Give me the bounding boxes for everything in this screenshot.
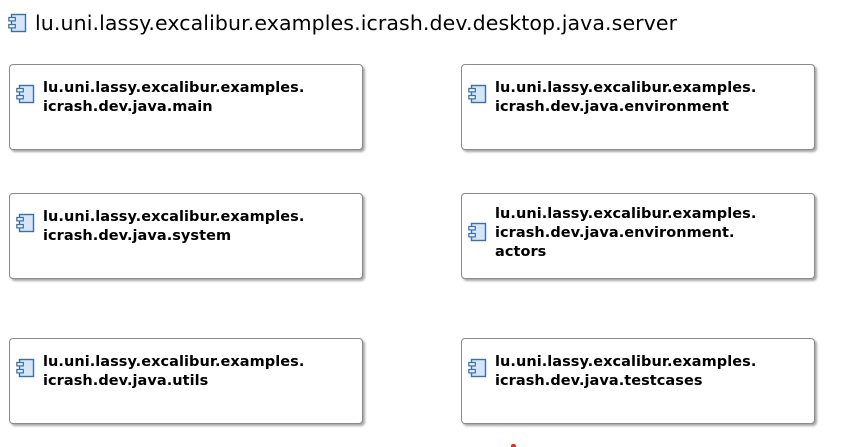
component-name-line: lu.uni.lassy.excalibur.examples. [495, 80, 757, 96]
component-name-line: icrash.dev.java.environment [495, 99, 730, 115]
component-name: lu.uni.lassy.excalibur.examples. icrash.… [495, 205, 813, 262]
component-name: lu.uni.lassy.excalibur.examples. icrash.… [43, 353, 361, 391]
component-icon [16, 84, 35, 104]
component-box-utils[interactable]: lu.uni.lassy.excalibur.examples. icrash.… [9, 338, 363, 424]
diagram-title: lu.uni.lassy.excalibur.examples.icrash.d… [8, 6, 677, 40]
component-name-line: icrash.dev.java.testcases [495, 373, 703, 389]
component-name: lu.uni.lassy.excalibur.examples. icrash.… [43, 79, 361, 117]
component-name-line: actors [495, 244, 547, 260]
component-icon [8, 13, 27, 33]
component-name-line: lu.uni.lassy.excalibur.examples. [43, 80, 305, 96]
connector-marker [511, 444, 516, 447]
component-name-line: icrash.dev.java.main [43, 99, 213, 115]
component-icon [16, 213, 35, 233]
component-name-line: lu.uni.lassy.excalibur.examples. [43, 354, 305, 370]
component-name: lu.uni.lassy.excalibur.examples. icrash.… [495, 353, 813, 391]
component-name: lu.uni.lassy.excalibur.examples. icrash.… [495, 79, 813, 117]
component-name-line: icrash.dev.java.utils [43, 373, 209, 389]
component-name-line: lu.uni.lassy.excalibur.examples. [495, 206, 757, 222]
component-box-system[interactable]: lu.uni.lassy.excalibur.examples. icrash.… [9, 193, 363, 279]
diagram-title-text: lu.uni.lassy.excalibur.examples.icrash.d… [35, 11, 678, 35]
component-name-line: lu.uni.lassy.excalibur.examples. [495, 354, 757, 370]
component-box-environment[interactable]: lu.uni.lassy.excalibur.examples. icrash.… [461, 64, 815, 150]
component-box-main[interactable]: lu.uni.lassy.excalibur.examples. icrash.… [9, 64, 363, 150]
component-box-testcases[interactable]: lu.uni.lassy.excalibur.examples. icrash.… [461, 338, 815, 424]
component-icon [16, 358, 35, 378]
component-icon [468, 358, 487, 378]
component-name-line: lu.uni.lassy.excalibur.examples. [43, 209, 305, 225]
component-name: lu.uni.lassy.excalibur.examples. icrash.… [43, 208, 361, 246]
component-box-environment-actors[interactable]: lu.uni.lassy.excalibur.examples. icrash.… [461, 193, 815, 279]
component-name-line: icrash.dev.java.system [43, 228, 232, 244]
component-name-line: icrash.dev.java.environment. [495, 225, 735, 241]
component-icon [468, 222, 487, 242]
component-icon [468, 84, 487, 104]
